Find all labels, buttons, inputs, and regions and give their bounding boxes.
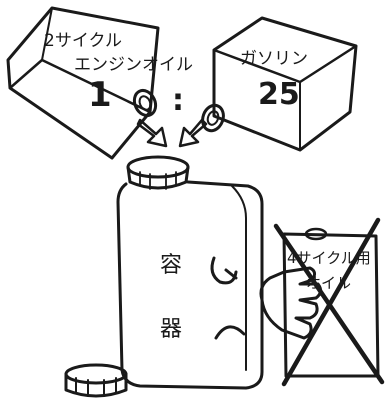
left-pour-arrow [136, 118, 168, 148]
right-pour-arrow [178, 118, 208, 148]
container-label-char1: 容 [160, 253, 182, 278]
oil-can: 2サイクル エンジンオイル 1 [6, 6, 193, 160]
gasoline-can-label: ガソリン [240, 49, 308, 69]
container-handle-icon [214, 325, 246, 340]
container-vent-icon [210, 256, 238, 285]
container-label-char2: 器 [160, 317, 182, 342]
gasoline-can-spout [201, 103, 225, 133]
oil-can-label-line2: エンジンオイル [74, 55, 193, 75]
mixing-container: 容 器 [116, 155, 264, 390]
container-cap [126, 155, 190, 190]
four-cycle-can-label-line1: 4サイクル用 [287, 249, 371, 267]
loose-cap [64, 363, 128, 398]
oil-can-spout [132, 88, 158, 118]
gasoline-ratio-number: 25 [258, 77, 300, 112]
oil-ratio-number: 1 [88, 75, 112, 115]
prohibited-x-icon [273, 217, 385, 387]
oil-can-label-line1: 2サイクル [44, 31, 122, 51]
gasoline-can: ガソリン 25 [201, 16, 358, 152]
ratio-separator: : [172, 83, 184, 118]
